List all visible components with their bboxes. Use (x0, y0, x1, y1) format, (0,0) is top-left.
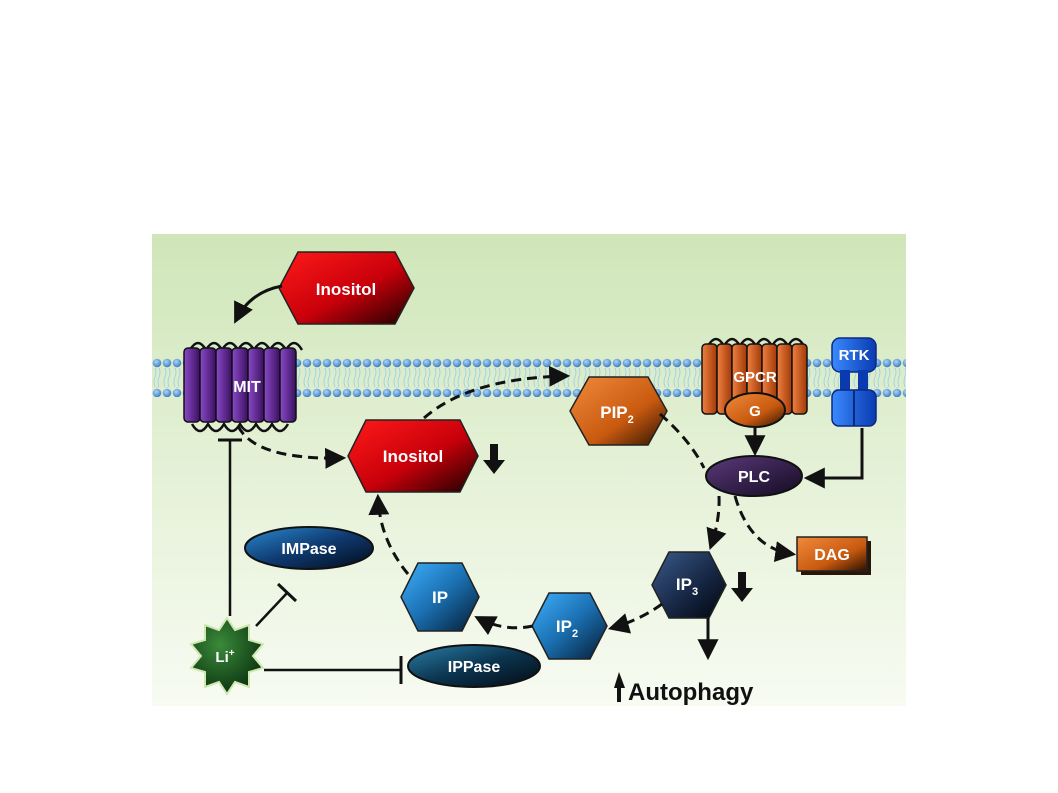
ip3-node: IP3 (651, 551, 727, 619)
arrow-ip2-to-ip (474, 616, 534, 636)
impase-node: IMPase (244, 526, 374, 570)
pip2-label: PIP2 (600, 403, 634, 426)
inhibit-impase-line (255, 591, 289, 627)
lithium-label: Li+ (215, 648, 234, 666)
inhibit-impase-bar (276, 582, 298, 603)
autophagy-label: Autophagy (628, 679, 754, 706)
lithium-node: Li+ (189, 616, 265, 696)
ippase-label: IPPase (448, 659, 501, 676)
inositol-top-label: Inositol (316, 280, 376, 299)
arrow-ip-to-inositol (368, 493, 410, 575)
pip2-node: PIP2 (569, 376, 668, 446)
ip-label: IP (432, 588, 448, 607)
arrow-rtk-to-plc (803, 428, 864, 489)
arrow-plc-to-ip3 (706, 495, 727, 550)
ip3-label: IP3 (676, 575, 698, 598)
line-pip2-to-plc (659, 412, 706, 469)
pathway-connectors (234, 284, 864, 661)
ip2-node: IP2 (531, 592, 608, 660)
arrow-inositol-to-mit (234, 284, 283, 324)
impase-label: IMPase (281, 541, 336, 558)
lithium-inhibition (218, 438, 403, 684)
rtk-label: RTK (839, 347, 870, 364)
autophagy-output: Autophagy (614, 672, 754, 706)
ip3-decrease-arrow (731, 572, 753, 602)
inositol-decrease-arrow (483, 444, 505, 474)
mit-label: MIT (233, 379, 261, 396)
plc-label: PLC (738, 469, 770, 486)
autophagy-increase-arrow (614, 672, 625, 702)
g-label: G (749, 403, 761, 420)
rtk-receptor: RTK (831, 337, 877, 427)
ippase-node: IPPase (407, 644, 541, 688)
plc-node: PLC (705, 455, 803, 497)
arrow-inositol-to-pip2 (423, 365, 571, 420)
inositol-middle-node: Inositol (347, 419, 479, 493)
ip2-label: IP2 (556, 617, 578, 640)
arrow-ip3-to-ip2 (607, 602, 663, 634)
mit-transporter: MIT (183, 341, 304, 433)
gpcr-label: GPCR (733, 369, 777, 386)
dag-label: DAG (814, 547, 850, 564)
inositol-top-node: Inositol (278, 251, 415, 325)
g-protein: G (724, 392, 786, 428)
arrow-mit-to-inositol (236, 425, 347, 469)
dag-node: DAG (796, 536, 871, 575)
inositol-middle-label: Inositol (383, 447, 443, 466)
ip-node: IP (400, 562, 480, 632)
